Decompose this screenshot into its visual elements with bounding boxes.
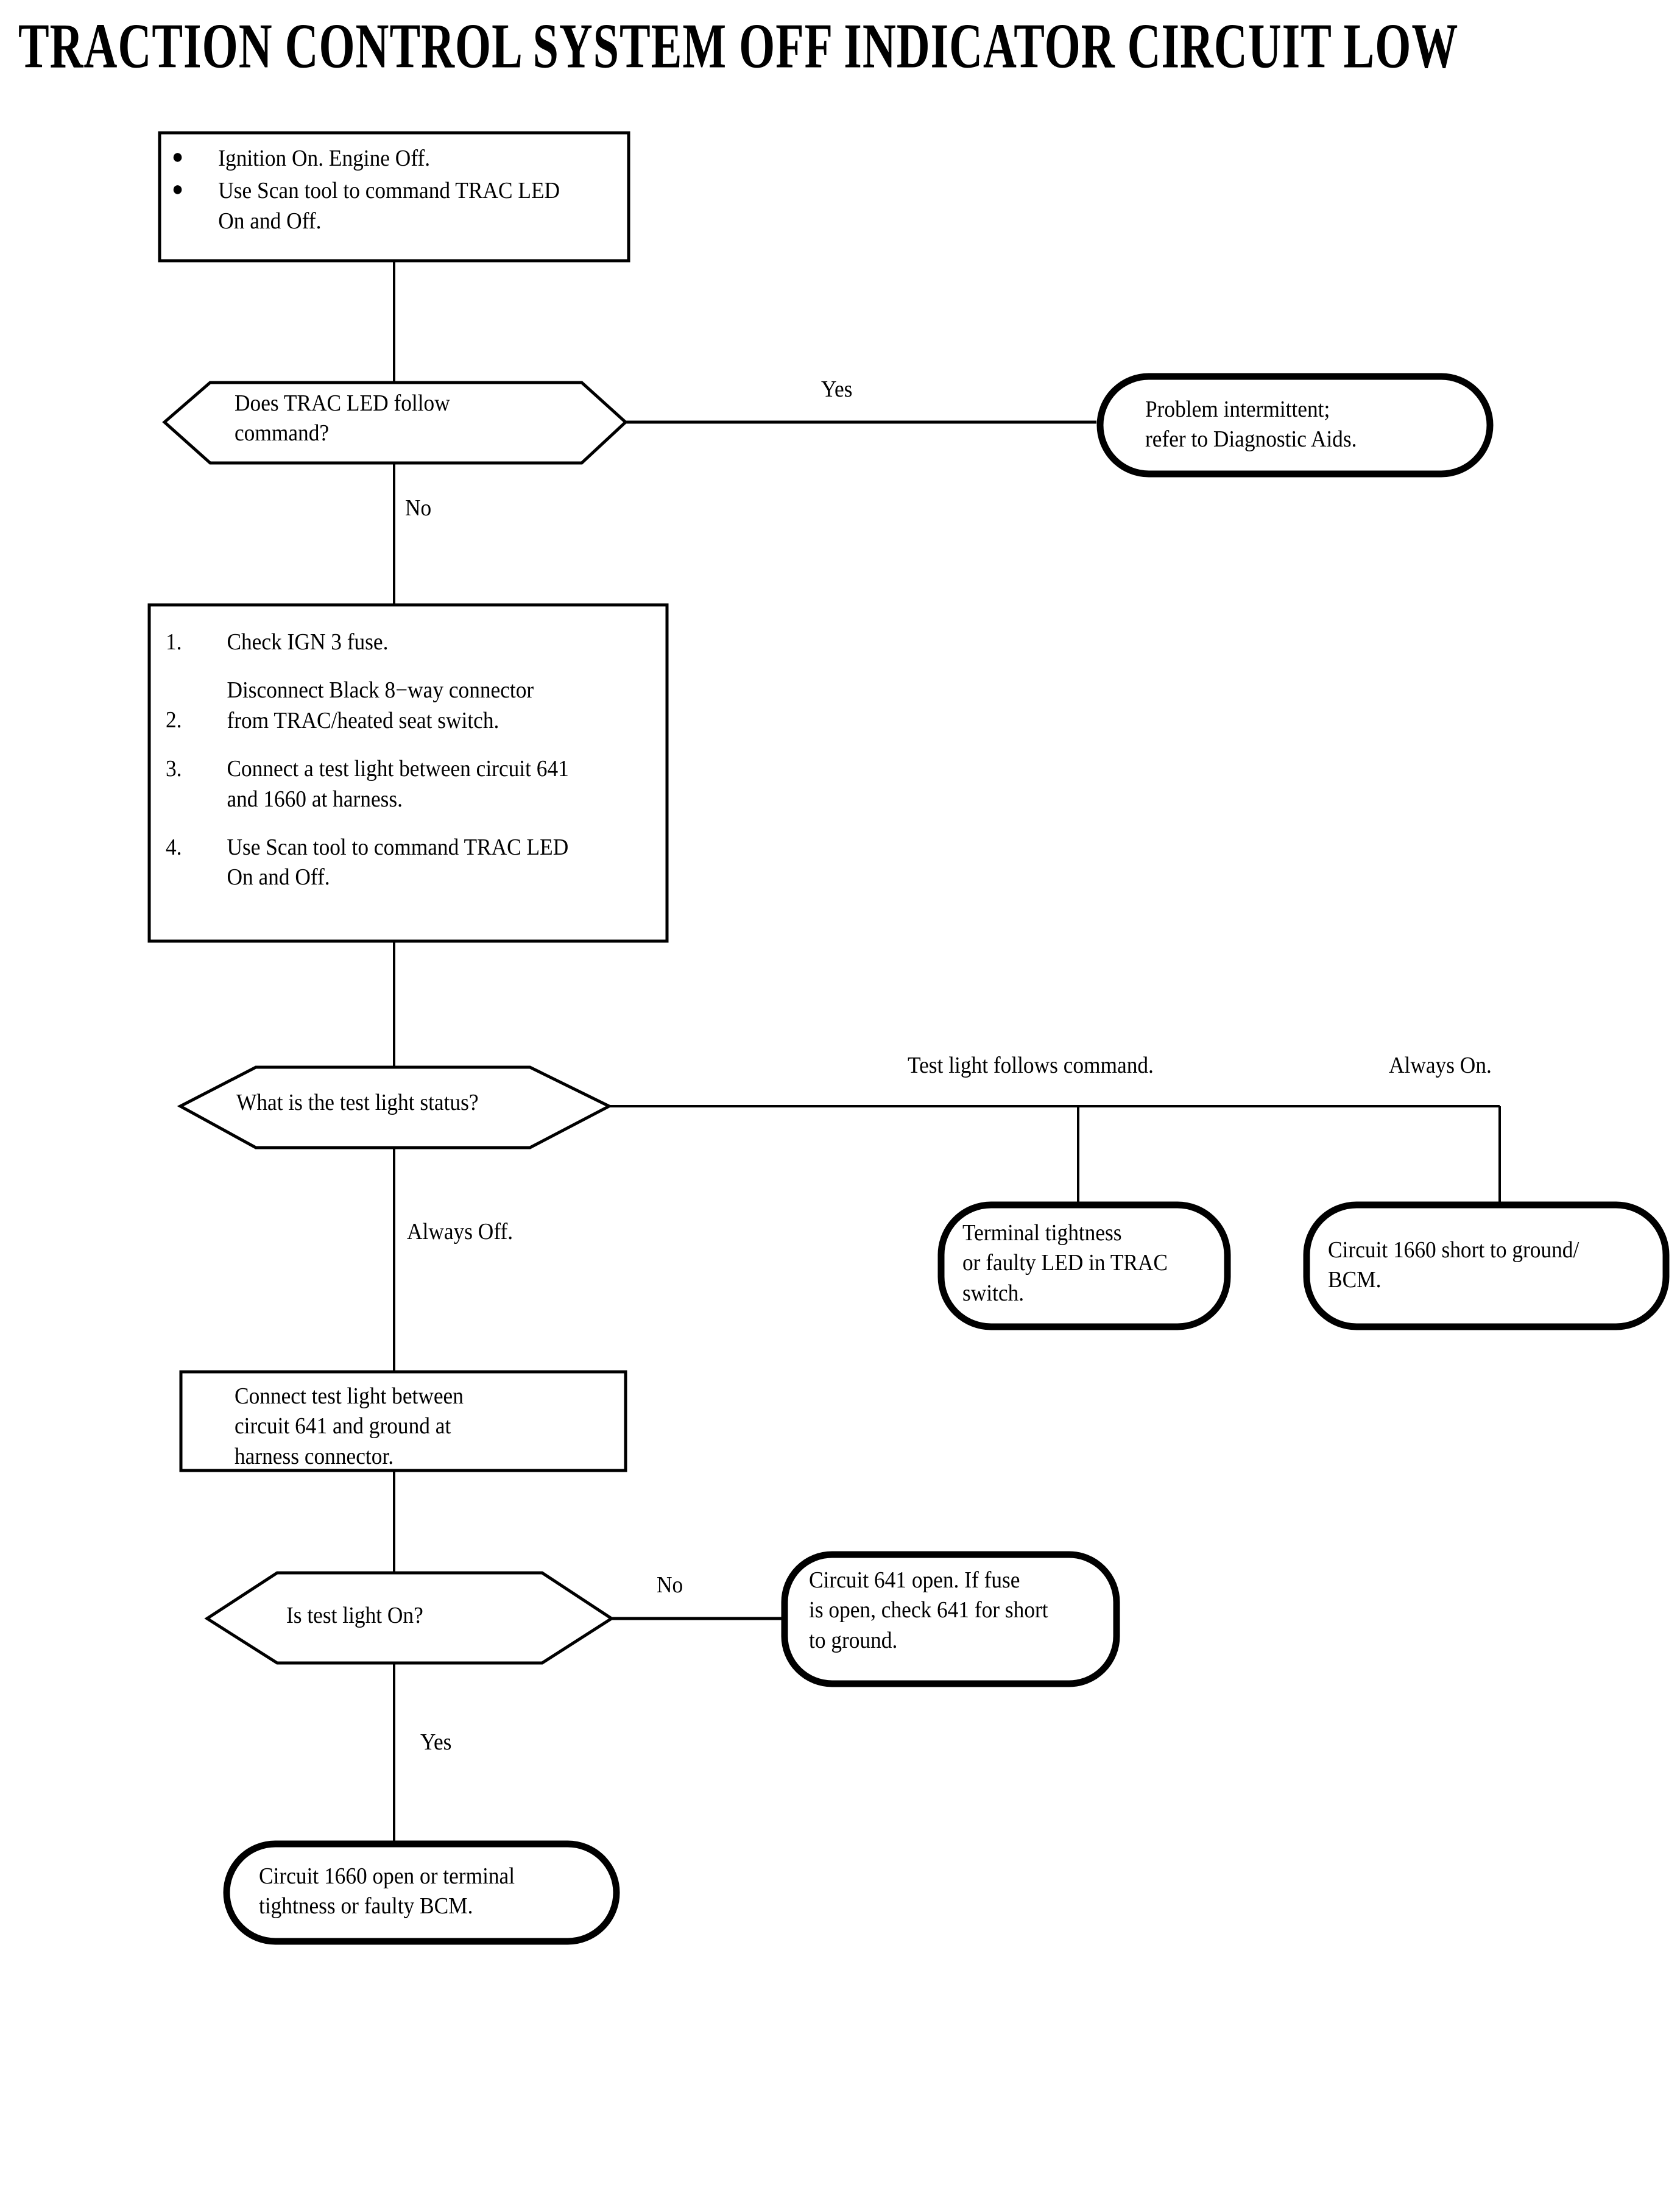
node-start-conditions[interactable]: ● Ignition On. Engine Off. ● Use Scan to…	[158, 131, 630, 263]
decision-led-follows-line2: command?	[235, 420, 330, 447]
result-intermittent-text: Problem intermittent; refer to Diagnosti…	[1145, 395, 1451, 455]
node-decision-is-test-light-on[interactable]: Is test light On?	[204, 1571, 615, 1665]
bullet-dot-icon: ●	[172, 178, 184, 201]
result-641-open-line1: Circuit 641 open. If fuse	[809, 1567, 1020, 1593]
edge-labels: Yes No Test light follows command. Alway…	[405, 376, 1492, 1755]
result-terminal-tightness-terminator	[937, 1201, 1231, 1330]
bullet-label: Use Scan tool to command TRAC LED On and…	[218, 178, 560, 234]
decision-led-follows-line1: Does TRAC LED follow	[235, 390, 450, 416]
bullet-item: ● Use Scan tool to command TRAC LED On a…	[172, 176, 591, 236]
result-641-open-terminator	[781, 1551, 1120, 1687]
result-1660-short-line1: Circuit 1660 short to ground/	[1328, 1237, 1579, 1263]
decision-test-light-status-line1: What is the test light status?	[236, 1090, 479, 1115]
step-item: 4. Use Scan tool to command TRAC LED On …	[166, 833, 636, 893]
decision-test-light-status-text: What is the test light status?	[236, 1088, 588, 1118]
result-terminal-tightness-line3: switch.	[962, 1280, 1025, 1306]
step-line: from TRAC/heated seat switch.	[227, 707, 499, 733]
node-box-connect-641-ground[interactable]: Connect test light between circuit 641 a…	[179, 1370, 627, 1473]
box-connect-641-ground	[179, 1370, 627, 1472]
result-terminal-tightness-text: Terminal tightness or faulty LED in TRAC…	[962, 1218, 1206, 1308]
node-decision-test-light-status[interactable]: What is the test light status?	[177, 1065, 614, 1149]
bullet-label: Ignition On. Engine Off.	[218, 146, 431, 171]
edge-label-always-on: Always On.	[1389, 1053, 1492, 1078]
box-connect-641-line1: Connect test light between	[235, 1383, 464, 1409]
step-item: 1. Check IGN 3 fuse.	[166, 627, 636, 657]
node-result-1660-open[interactable]: Circuit 1660 open or terminal tightness …	[223, 1840, 624, 1945]
result-terminal-tightness-line1: Terminal tightness	[962, 1220, 1122, 1246]
node-steps-box[interactable]: 1. Check IGN 3 fuse. 2. Disconnect Black…	[147, 603, 671, 943]
decision-test-light-status-hexagon	[177, 1065, 613, 1149]
edge-label-no-test-light-on: No	[657, 1572, 683, 1598]
edge-label-test-light-follows-command: Test light follows command.	[908, 1053, 1154, 1078]
step-line: Check IGN 3 fuse.	[227, 629, 389, 655]
edge-label-no-led-follows: No	[405, 495, 432, 521]
decision-is-test-light-on-text: Is test light On?	[286, 1601, 587, 1631]
node-decision-led-follows-command[interactable]: Does TRAC LED follow command?	[162, 381, 628, 465]
step-number: 1.	[166, 629, 182, 655]
result-1660-short-text: Circuit 1660 short to ground/ BCM.	[1328, 1235, 1645, 1296]
result-641-open-text: Circuit 641 open. If fuse is open, check…	[809, 1566, 1098, 1656]
connector-lines	[393, 261, 1501, 1844]
step-number: 4.	[166, 834, 182, 860]
box-connect-641-line2: circuit 641 and ground at	[235, 1413, 451, 1439]
step-number: 2.	[166, 707, 182, 733]
result-intermittent-line2: refer to Diagnostic Aids.	[1145, 426, 1357, 453]
box-connect-641-ground-text: Connect test light between circuit 641 a…	[235, 1382, 597, 1472]
start-conditions-text: ● Ignition On. Engine Off. ● Use Scan to…	[172, 144, 591, 236]
result-641-open-line2: is open, check 641 for short	[809, 1597, 1048, 1623]
bullet-dot-icon: ●	[172, 146, 184, 168]
step-item: 3. Connect a test light between circuit …	[166, 754, 636, 814]
result-intermittent-terminator	[1096, 373, 1494, 478]
step-line: Disconnect Black 8−way connector	[227, 677, 534, 704]
result-terminal-tightness-line2: or faulty LED in TRAC	[962, 1250, 1168, 1276]
edge-label-yes-test-light-on: Yes	[420, 1729, 452, 1755]
result-1660-open-line2: tightness or faulty BCM.	[259, 1893, 473, 1919]
step-line: Use Scan tool to command TRAC LED	[227, 834, 569, 860]
page-title-text: TRACTION CONTROL SYSTEM OFF INDICATOR CI…	[18, 10, 1458, 81]
step-item: 2. Disconnect Black 8−way connector from…	[166, 676, 636, 736]
decision-is-test-light-on-line1: Is test light On?	[286, 1603, 423, 1628]
step-number: 3.	[166, 756, 182, 782]
box-connect-641-line3: harness connector.	[235, 1443, 394, 1469]
result-1660-open-line1: Circuit 1660 open or terminal	[259, 1863, 515, 1889]
node-result-terminal-tightness[interactable]: Terminal tightness or faulty LED in TRAC…	[937, 1201, 1231, 1330]
result-641-open-line3: to ground.	[809, 1627, 898, 1653]
bullet-item: ● Ignition On. Engine Off.	[172, 144, 591, 174]
edge-label-always-off: Always Off.	[407, 1219, 514, 1244]
step-line: On and Off.	[227, 864, 330, 891]
result-1660-short-terminator	[1303, 1201, 1670, 1330]
decision-led-follows-text: Does TRAC LED follow command?	[235, 389, 563, 449]
edge-label-yes-led-follows: Yes	[821, 376, 853, 402]
node-result-641-open[interactable]: Circuit 641 open. If fuse is open, check…	[781, 1551, 1120, 1687]
start-conditions-box	[158, 131, 630, 263]
node-result-1660-short-to-ground[interactable]: Circuit 1660 short to ground/ BCM.	[1303, 1201, 1670, 1330]
step-line: and 1660 at harness.	[227, 786, 403, 812]
step-line: Connect a test light between circuit 641	[227, 756, 569, 782]
page-title: TRACTION CONTROL SYSTEM OFF INDICATOR CI…	[18, 10, 1458, 81]
node-result-problem-intermittent[interactable]: Problem intermittent; refer to Diagnosti…	[1096, 373, 1494, 478]
steps-box	[147, 603, 669, 943]
result-1660-short-line2: BCM.	[1328, 1267, 1382, 1293]
decision-led-follows-hexagon	[162, 381, 628, 465]
result-1660-open-terminator	[223, 1840, 620, 1945]
steps-box-text: 1. Check IGN 3 fuse. 2. Disconnect Black…	[166, 627, 636, 893]
result-1660-open-text: Circuit 1660 open or terminal tightness …	[259, 1862, 599, 1922]
result-intermittent-line1: Problem intermittent;	[1145, 397, 1330, 422]
decision-is-test-light-on-hexagon	[204, 1571, 615, 1665]
